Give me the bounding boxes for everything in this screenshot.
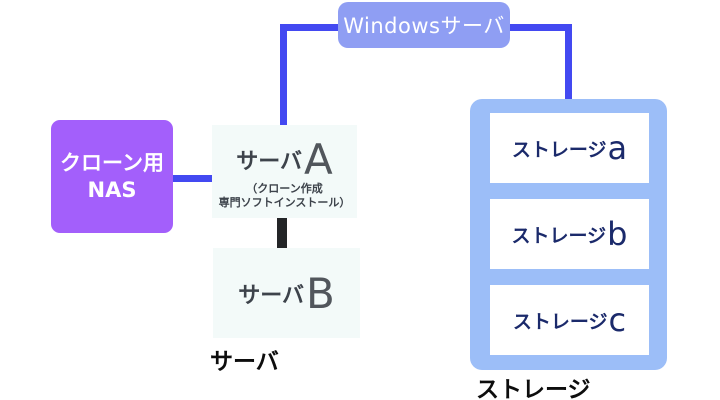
server-b-letter: B xyxy=(305,268,335,318)
server-b-node: サーバB xyxy=(213,248,360,338)
server-a-label: サーバ xyxy=(236,149,303,175)
clone-nas-label-line2: NAS xyxy=(87,177,137,202)
connector-windows-to-server-a xyxy=(280,24,287,127)
server-a-note-line2: 専門ソフトインストール） xyxy=(218,196,351,210)
server-a-node: サーバA （クローン作成 専門ソフトインストール） xyxy=(212,125,357,218)
storage-a-letter: a xyxy=(607,129,628,167)
storage-a-label: ストレージ xyxy=(511,138,607,161)
server-a-letter: A xyxy=(304,135,333,184)
server-a-note: （クローン作成 専門ソフトインストール） xyxy=(219,182,351,211)
server-a-title: サーバA xyxy=(236,135,333,184)
clone-nas-label-line1: クローン用 xyxy=(60,151,164,176)
server-b-label: サーバ xyxy=(238,283,304,308)
server-b-title: サーバB xyxy=(238,269,335,318)
windows-server-node: Windowsサーバ xyxy=(338,2,510,48)
windows-server-label: Windowsサーバ xyxy=(343,14,505,38)
server-a-note-line1: （クローン作成 xyxy=(246,182,323,195)
storage-b-label: ストレージ xyxy=(511,224,607,247)
connector-nas-to-server-a xyxy=(170,175,228,182)
storage-b-letter: b xyxy=(607,215,628,253)
connector-server-a-to-server-b xyxy=(277,218,287,251)
clone-nas-node: クローン用 NAS xyxy=(51,120,173,233)
storage-group-label: ストレージ xyxy=(476,377,591,400)
connector-windows-to-storage xyxy=(565,24,572,101)
storage-c-label: ストレージ xyxy=(512,310,608,333)
server-group-label: サーバ xyxy=(210,349,279,375)
storage-c-letter: c xyxy=(608,301,627,339)
